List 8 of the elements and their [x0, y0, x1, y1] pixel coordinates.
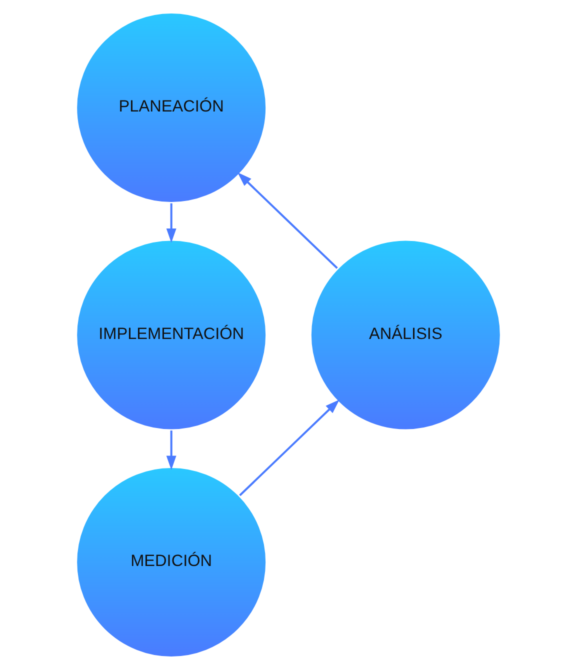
arrow [166, 203, 176, 243]
arrow [166, 430, 176, 470]
node-circle: MEDICIÓN [75, 466, 268, 658]
arrow [239, 400, 340, 496]
node-circle: IMPLEMENTACIÓN [75, 238, 268, 432]
node-circle: PLANEACIÓN [75, 12, 268, 204]
node-circle: ANÁLISIS [309, 238, 502, 432]
arrow [238, 172, 338, 269]
